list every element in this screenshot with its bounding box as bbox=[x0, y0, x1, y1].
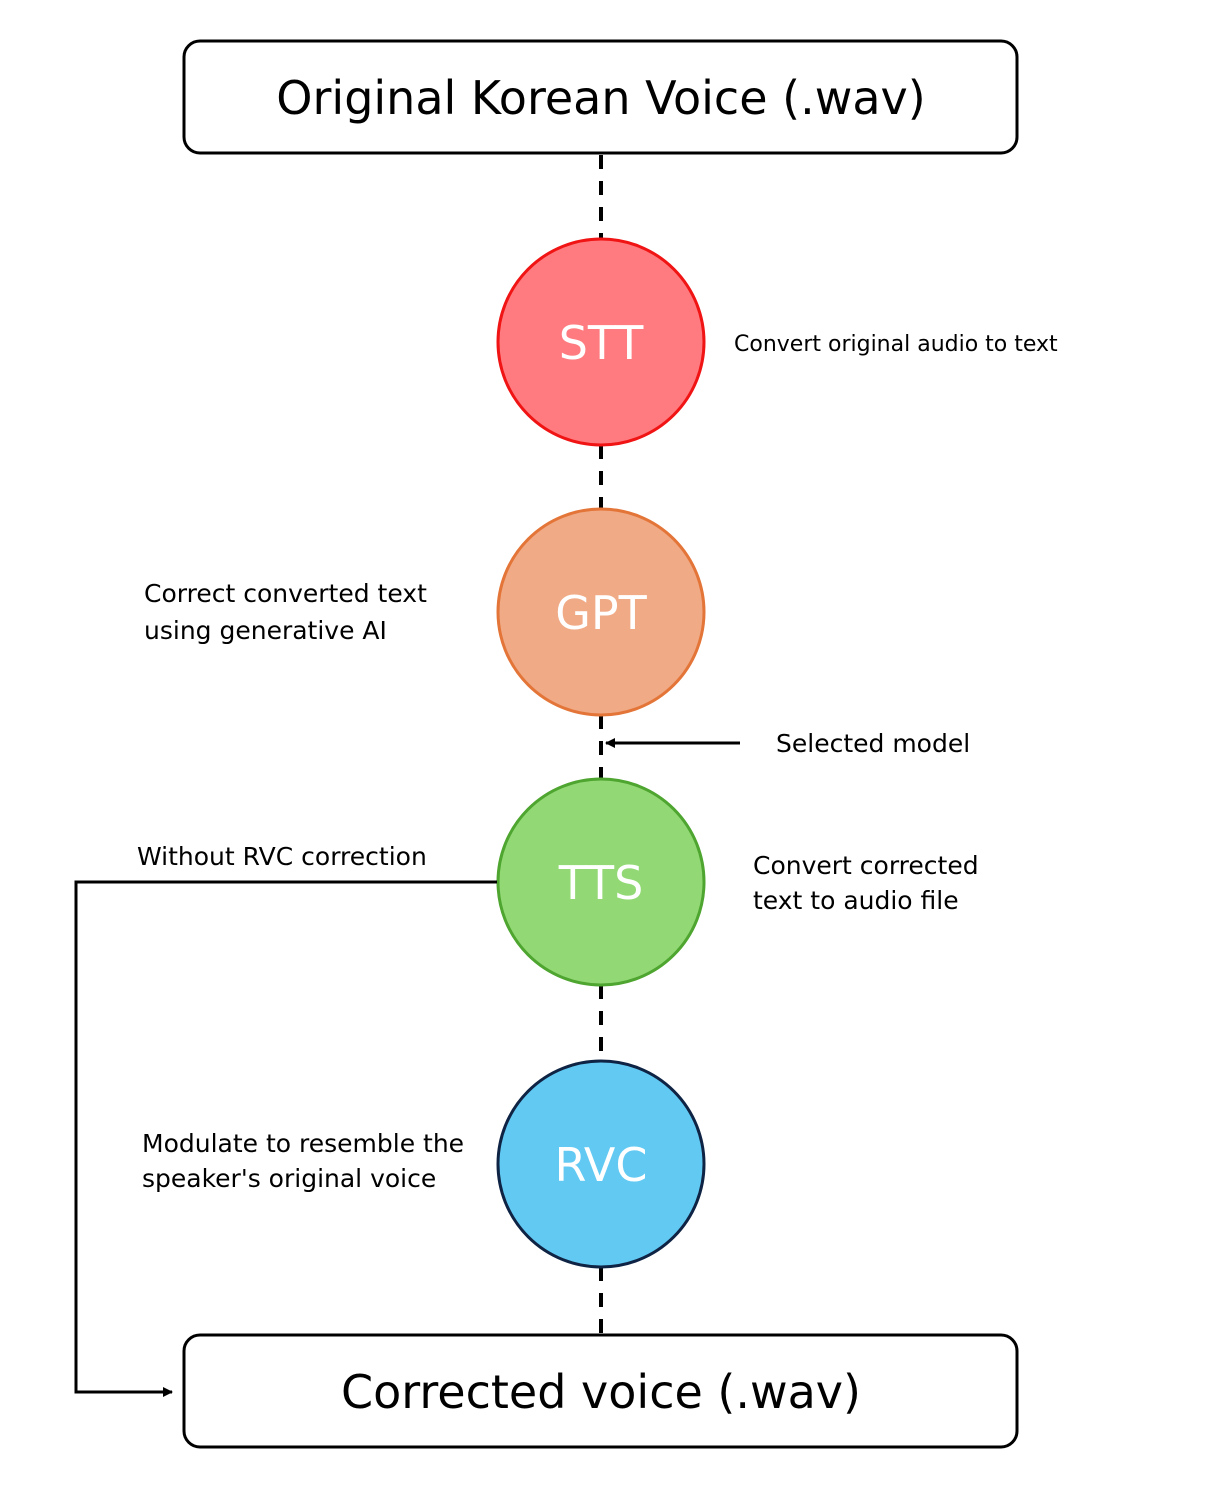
stt-node-label: STT bbox=[559, 316, 644, 370]
rvc-node: RVC bbox=[496, 1059, 706, 1269]
rvc-description-line1: Modulate to resemble the bbox=[142, 1129, 464, 1158]
tts-node: TTS bbox=[496, 777, 706, 987]
rvc-node-label: RVC bbox=[554, 1138, 647, 1192]
tts-node-label: TTS bbox=[558, 856, 644, 910]
tts-description-line2: text to audio file bbox=[753, 886, 959, 915]
selected-model-pointer: Selected model bbox=[605, 729, 970, 758]
bypass-label: Without RVC correction bbox=[137, 842, 427, 871]
gpt-description-line1: Correct converted text bbox=[144, 579, 427, 608]
gpt-node-label: GPT bbox=[555, 586, 647, 640]
rvc-description-line2: speaker's original voice bbox=[142, 1164, 436, 1193]
bypass-arrow bbox=[74, 880, 497, 1397]
stt-description: Convert original audio to text bbox=[734, 332, 1058, 357]
tts-description-line1: Convert corrected bbox=[753, 851, 979, 880]
selected-model-label: Selected model bbox=[776, 729, 970, 758]
input-box-label: Original Korean Voice (.wav) bbox=[276, 71, 925, 125]
bypass-path: Without RVC correction bbox=[74, 842, 497, 1397]
input-box: Original Korean Voice (.wav) bbox=[182, 39, 1019, 155]
output-box-label: Corrected voice (.wav) bbox=[341, 1365, 861, 1419]
output-box: Corrected voice (.wav) bbox=[182, 1333, 1019, 1449]
gpt-node: GPT bbox=[496, 507, 706, 717]
gpt-description-line2: using generative AI bbox=[144, 616, 387, 645]
stt-node: STT bbox=[496, 237, 706, 447]
